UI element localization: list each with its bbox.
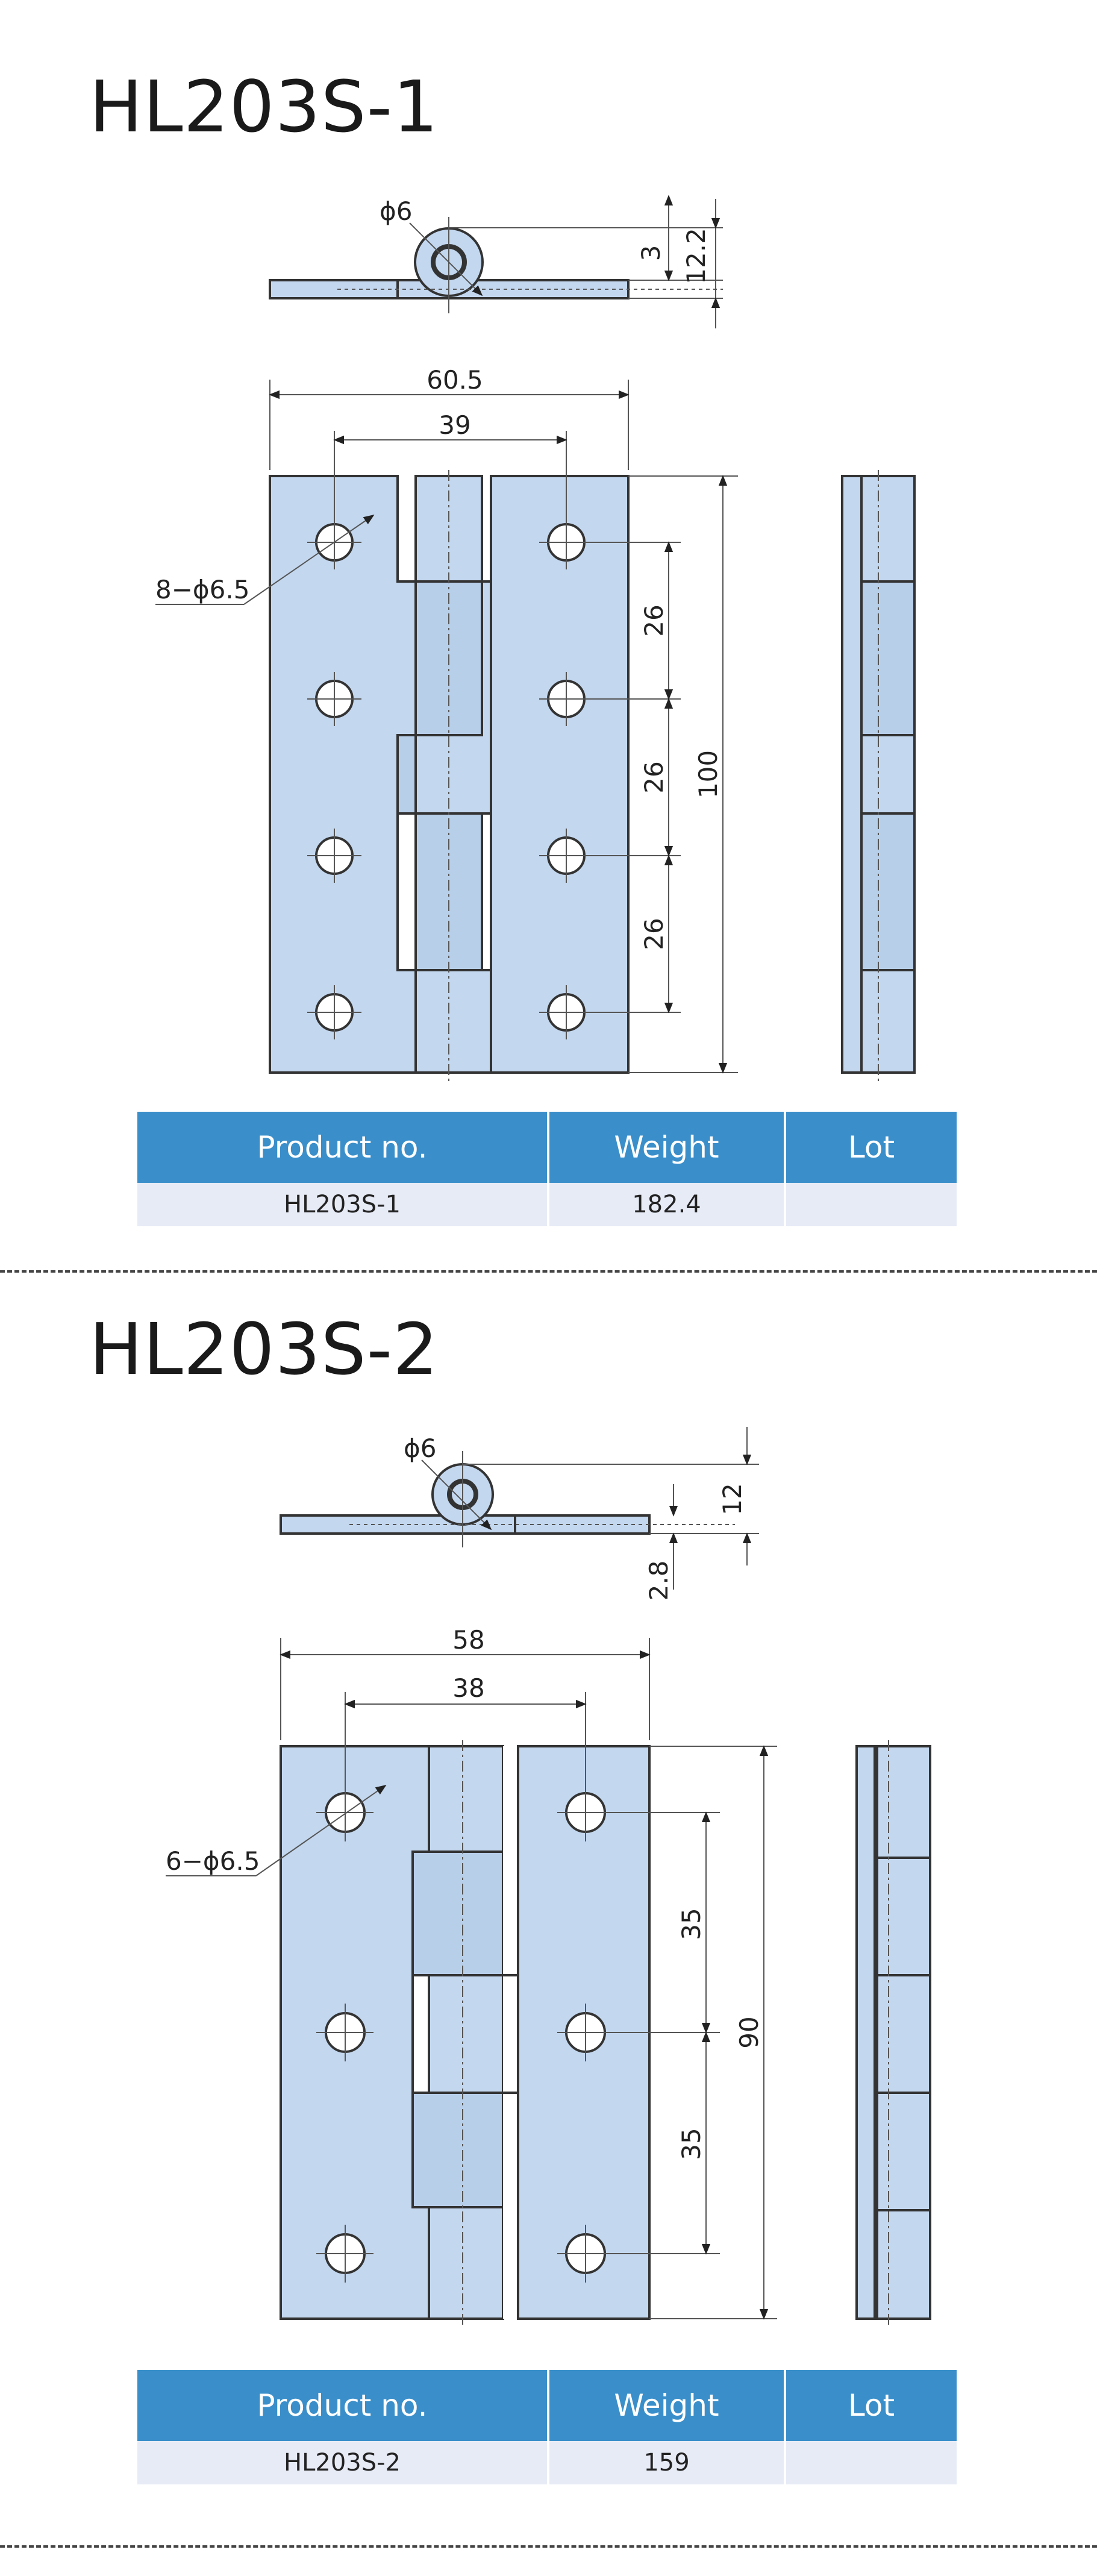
overall-width-label: 58 — [452, 1625, 484, 1655]
pitch-label-1: 26 — [639, 604, 669, 636]
section-title: HL203S-1 — [89, 65, 439, 148]
knuckle-height-label: 12.2 — [681, 228, 711, 284]
cell-weight: 182.4 — [548, 1183, 786, 1226]
section-divider — [0, 1270, 1097, 1273]
spec-table: Product no. Weight Lot HL203S-1 182.4 — [137, 1112, 957, 1226]
section-divider — [0, 2545, 1097, 2548]
pitch-label-1: 35 — [677, 1908, 706, 1940]
side-view — [855, 1745, 931, 2320]
knuckle-height-label: 12 — [717, 1483, 747, 1515]
header-weight: Weight — [548, 1112, 786, 1183]
plate-thickness-label: 2.8 — [644, 1561, 674, 1601]
pin-diameter-label: ϕ6 — [380, 196, 412, 226]
hole-spacing-label: 38 — [452, 1673, 484, 1703]
cell-lot — [785, 2441, 957, 2484]
product-section-hl203s-2: HL203S-2 ϕ6 12 2.8 — [0, 1270, 1097, 2536]
cell-weight: 159 — [548, 2441, 786, 2484]
section-title: HL203S-2 — [89, 1308, 439, 1391]
table-row: HL203S-2 159 — [137, 2441, 957, 2484]
overall-width-label: 60.5 — [427, 365, 483, 395]
overall-length-label: 90 — [734, 2016, 764, 2048]
overall-length-label: 100 — [693, 750, 723, 798]
cell-product: HL203S-2 — [137, 2441, 549, 2484]
holes-callout-label: 6−ϕ6.5 — [166, 1846, 260, 1876]
front-view — [269, 475, 630, 1074]
header-product: Product no. — [137, 2370, 549, 2441]
technical-drawing: ϕ6 3 12.2 — [155, 195, 916, 1082]
cell-lot — [785, 1183, 957, 1226]
hole-spacing-label: 39 — [439, 410, 470, 440]
header-lot: Lot — [785, 2370, 957, 2441]
table-row: HL203S-1 182.4 — [137, 1183, 957, 1226]
pitch-label-2: 35 — [677, 2128, 706, 2160]
header-lot: Lot — [785, 1112, 957, 1183]
spec-table: Product no. Weight Lot HL203S-2 159 — [137, 2370, 957, 2484]
top-view — [280, 1463, 651, 1535]
pitch-label-2: 26 — [639, 761, 669, 793]
holes-callout-label: 8−ϕ6.5 — [155, 575, 249, 604]
pitch-label-3: 26 — [639, 918, 669, 950]
pin-diameter-label: ϕ6 — [404, 1434, 436, 1463]
header-product: Product no. — [137, 1112, 549, 1183]
cell-product: HL203S-1 — [137, 1183, 549, 1226]
side-view — [841, 475, 916, 1074]
header-weight: Weight — [548, 2370, 786, 2441]
technical-drawing: ϕ6 12 2.8 — [166, 1427, 931, 2328]
knuckle-thickness-label: 3 — [636, 245, 666, 262]
product-section-hl203s-1: HL203S-1 ϕ6 3 12.2 — [0, 0, 1097, 1265]
